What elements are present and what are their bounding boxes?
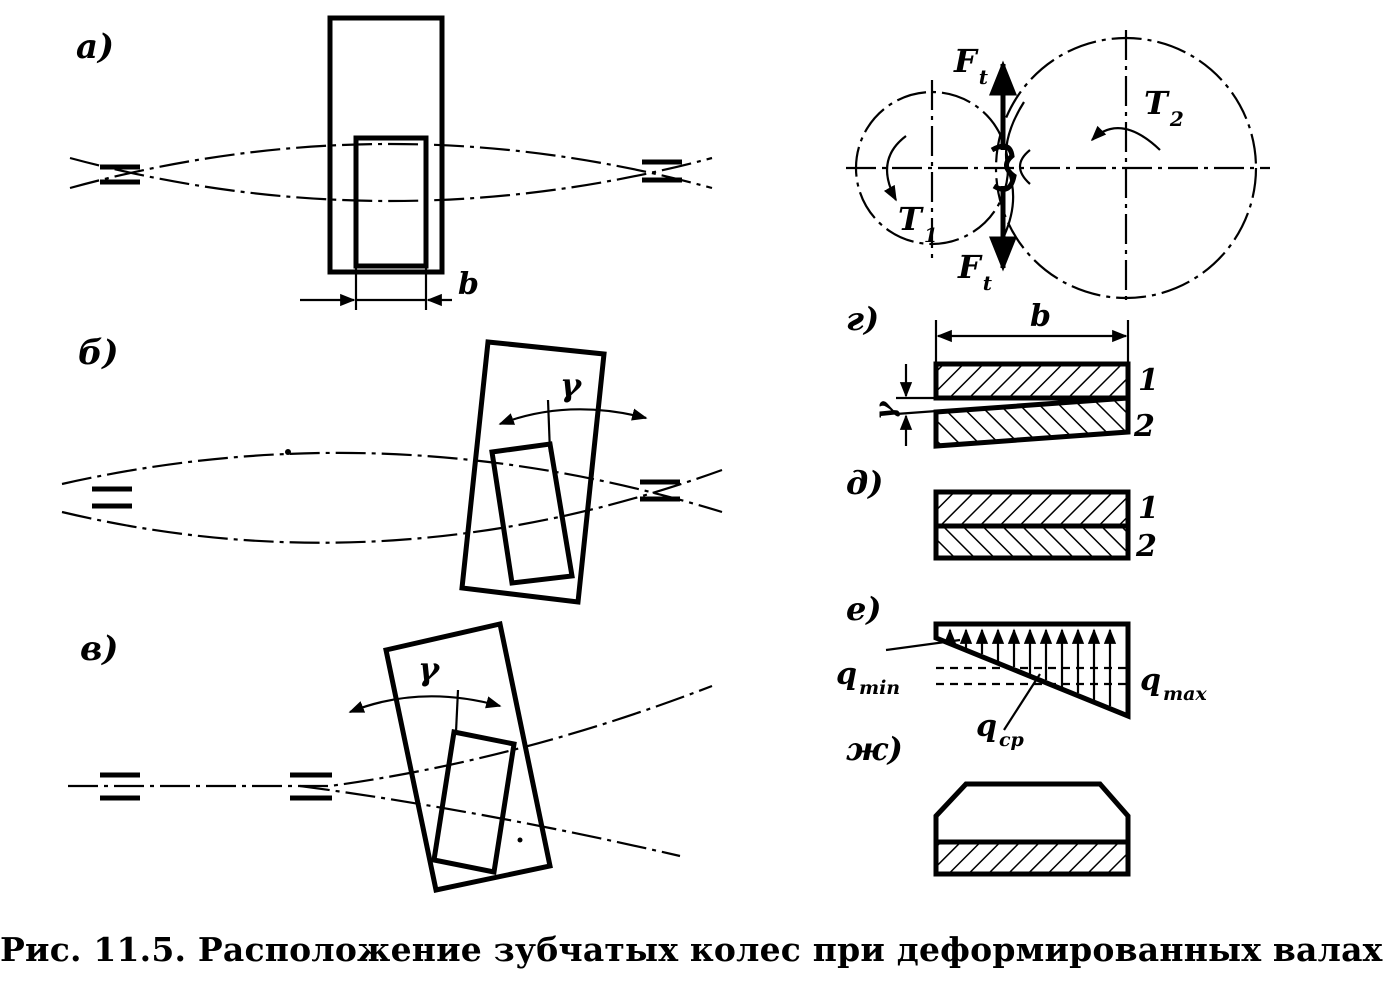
shaft-lower-axis [61, 468, 723, 544]
panel-b: б) γ [61, 333, 723, 605]
torque1-arrow [883, 135, 907, 202]
panel-b-label: б) [78, 333, 119, 373]
gear-deformation-figure: а) b б) [61, 15, 1270, 893]
panel-d: д) 1 2 [846, 464, 1159, 564]
shaft-lower-axis [69, 156, 713, 203]
bearing-left-icon [92, 486, 132, 509]
torque2-arrow [1090, 125, 1161, 151]
figure-caption: Рис. 11.5. Расположение зубчатых колес п… [0, 930, 1383, 969]
gear-narrow-tilted [431, 729, 517, 875]
gear-narrow [353, 135, 429, 269]
tooth-2-section [933, 523, 1131, 561]
shaft-upper-axis [69, 142, 713, 190]
panel-v-label: в) [80, 629, 118, 669]
load-distribution-diagram [933, 621, 1131, 720]
panel-g: г) b γ 1 2 [846, 299, 1159, 449]
bearing-middle-icon [290, 772, 332, 801]
panel-g-label: г) [846, 300, 879, 338]
tooth-2-label: 2 [1135, 529, 1157, 564]
panel-v: в) γ [68, 620, 713, 893]
tooth-2-label: 2 [1133, 409, 1155, 444]
bearing-right-icon [642, 159, 682, 183]
gear-wide-tilted [383, 620, 553, 893]
panel-zh-label: ж) [846, 730, 903, 768]
panel-a: а) b [69, 15, 713, 310]
tooth-1-section [933, 489, 1131, 529]
angle-gamma-label: γ [560, 366, 583, 404]
tooth-1-label: 1 [1138, 363, 1159, 398]
bearing-left-icon [100, 772, 140, 801]
panel-e-label: е) [846, 590, 882, 628]
tooth-1-label: 1 [1138, 491, 1159, 526]
shaft-upper-axis [61, 451, 723, 514]
tooth-1-section [933, 361, 1131, 401]
tooth-chamfered-section [933, 781, 1131, 845]
gear-wide [327, 15, 445, 275]
panel-a-label: а) [76, 27, 114, 67]
shaft-straight-axis [68, 684, 713, 788]
panel-d-label: д) [846, 464, 883, 502]
tooth-2-section [933, 839, 1131, 877]
gear-wide-tilted [459, 339, 607, 605]
angle-gamma-label: γ [418, 650, 441, 688]
shaft-deflected-axis [299, 784, 681, 858]
dimension-b-label: b [458, 267, 479, 302]
angle-gamma-label: γ [868, 400, 901, 420]
dimension-b-label: b [1030, 299, 1051, 334]
load-arrows [943, 628, 1117, 706]
gear-narrow-tilted [489, 441, 575, 586]
tooth-2-section [933, 395, 1131, 449]
panel-zh: ж) [846, 730, 1131, 877]
